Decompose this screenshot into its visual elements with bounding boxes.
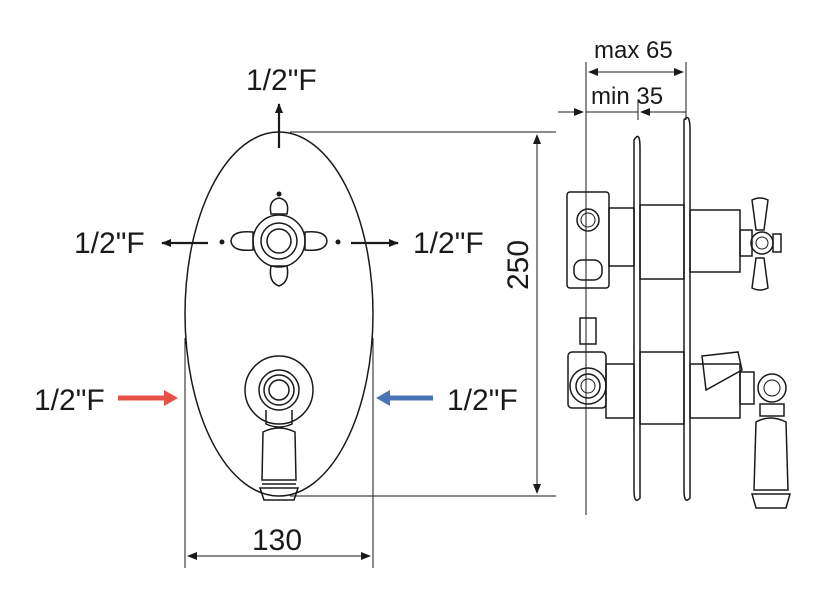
cold-inlet-label: 1/2"F bbox=[447, 384, 518, 417]
left-outlet-label: 1/2"F bbox=[74, 227, 145, 260]
wall-plate-rear bbox=[633, 135, 641, 501]
diverter-handle bbox=[219, 191, 341, 287]
hot-inlet-arrowhead bbox=[164, 390, 178, 406]
height-dimension-label: 250 bbox=[502, 240, 535, 290]
mixer-lever bbox=[244, 355, 314, 501]
hot-inlet-label: 1/2"F bbox=[34, 384, 105, 417]
side-view: max 65 min 35 bbox=[558, 37, 791, 515]
cartridge-side bbox=[579, 317, 597, 345]
mixer-body-side bbox=[567, 351, 791, 509]
diverter-body-side bbox=[566, 191, 782, 291]
wall-plate-front bbox=[683, 116, 691, 501]
width-dimension-label: 130 bbox=[252, 524, 302, 557]
cover-plate bbox=[184, 131, 374, 497]
min-depth-label: min 35 bbox=[591, 83, 663, 110]
front-view: 1/2"F 1/2"F 1/2"F bbox=[34, 64, 556, 568]
max-depth-label: max 65 bbox=[594, 37, 673, 64]
right-outlet-label: 1/2"F bbox=[413, 227, 484, 260]
top-outlet-label: 1/2"F bbox=[246, 64, 317, 97]
cold-inlet-arrowhead bbox=[376, 390, 390, 406]
